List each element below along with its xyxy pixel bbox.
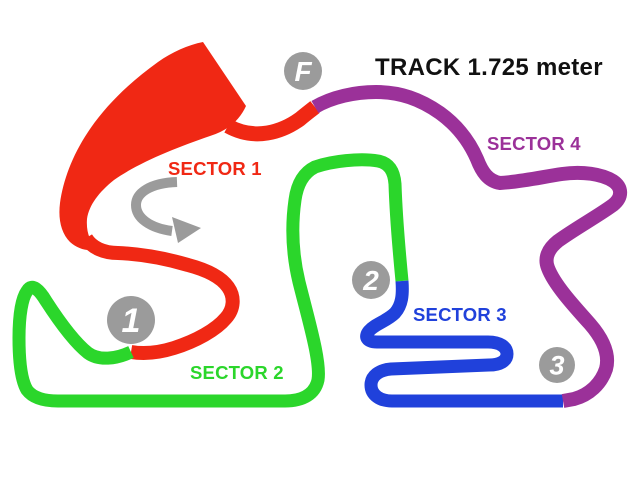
marker-3: 3 — [539, 347, 575, 383]
sector4-label: SECTOR 4 — [487, 133, 581, 154]
sector3-label: SECTOR 3 — [413, 304, 507, 325]
arrow-curve — [131, 177, 178, 236]
sector2-track-path — [12, 153, 409, 408]
direction-arrow-icon — [131, 177, 201, 243]
sector1-label: SECTOR 1 — [168, 158, 262, 179]
marker-circle — [352, 261, 390, 299]
marker-label: 2 — [362, 265, 379, 296]
track-title: TRACK 1.725 meter — [375, 54, 603, 81]
sector1-finish-approach-path — [224, 101, 320, 142]
marker-circle — [284, 52, 322, 90]
marker-label: F — [294, 56, 312, 87]
sector1-s-curve-path — [79, 233, 240, 360]
marker-circle — [107, 296, 155, 344]
arrow-head — [172, 217, 201, 243]
marker-2: 2 — [352, 261, 390, 299]
marker-label: 3 — [549, 351, 564, 381]
sector2-label: SECTOR 2 — [190, 362, 284, 383]
marker-label: 1 — [122, 302, 141, 340]
sector1-wide-start-shape — [59, 42, 246, 251]
sector3-track-path — [360, 280, 563, 408]
marker-finish: F — [284, 52, 322, 90]
marker-circle — [539, 347, 575, 383]
sector4-track-path — [311, 85, 628, 408]
marker-1: 1 — [107, 296, 155, 344]
